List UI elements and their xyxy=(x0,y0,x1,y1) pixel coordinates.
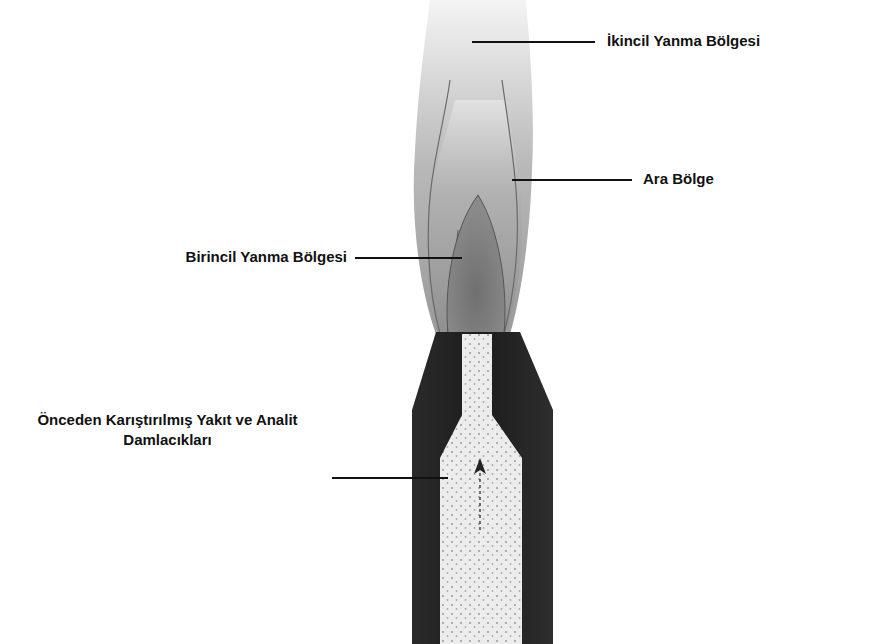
burner-body xyxy=(412,332,553,644)
intermediate-zone xyxy=(427,100,522,334)
primary-cone xyxy=(447,195,505,334)
flow-arrow xyxy=(479,472,481,530)
zone-line xyxy=(428,80,450,334)
mixing-channel xyxy=(440,334,522,644)
leader-line xyxy=(512,179,632,181)
leader-line xyxy=(355,257,462,259)
zone-label: Birincil Yanma Bölgesi xyxy=(186,247,347,267)
zone-label: İkincil Yanma Bölgesi xyxy=(607,31,760,51)
zone-label: Ara Bölge xyxy=(643,169,714,189)
part-label: Önceden Karıştırılmış Yakıt ve Analit Da… xyxy=(15,410,320,450)
leader-line xyxy=(472,41,595,43)
arrow-head xyxy=(474,458,486,474)
secondary-zone xyxy=(414,0,533,334)
leader-line xyxy=(332,477,448,479)
